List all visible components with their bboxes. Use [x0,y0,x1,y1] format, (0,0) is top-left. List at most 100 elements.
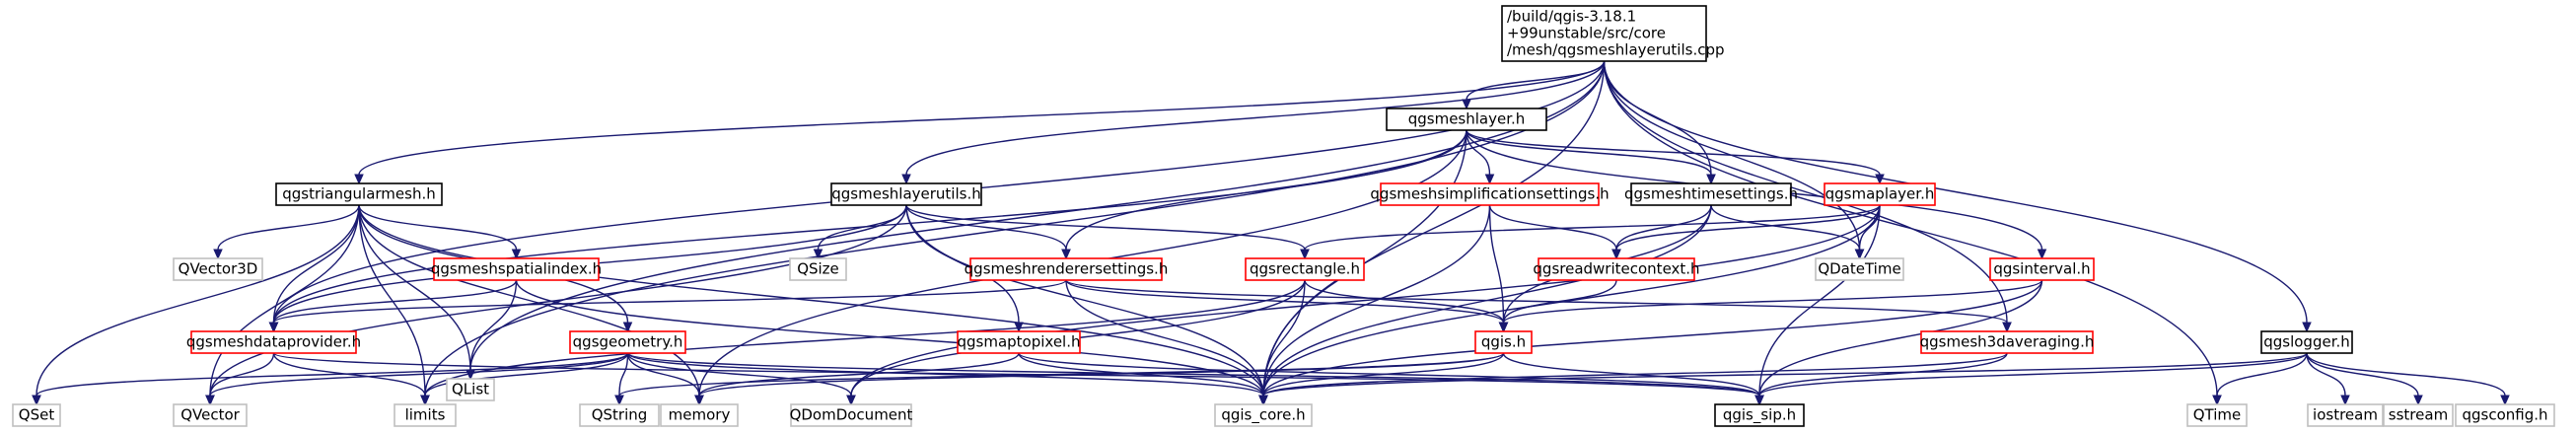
edge-root-to-averaging [1603,60,2008,324]
node-readwrite[interactable]: qgsreadwritecontext.h [1533,257,1700,281]
edge-timesettings-to-qdatetime [1710,204,1861,251]
edge-renderersettings-to-dataprovider [272,279,1067,324]
node-box [2455,403,2555,427]
node-label: qgsmeshrenderersettings.h [965,260,1169,278]
node-box [1245,257,1365,281]
node-qdatetime[interactable]: QDateTime [1815,257,1904,281]
node-sstream[interactable]: sstream [2383,403,2454,427]
edge-triangularmesh-to-dataprovider [272,204,360,324]
node-root[interactable]: /build/qgis-3.18.1+99unstable/src/core/m… [1501,5,1725,62]
node-qstring[interactable]: QString [579,403,660,427]
node-box [1501,5,1707,62]
edge-renderersettings-to-averaging [1065,279,2008,324]
edge-arrowhead [813,249,823,260]
node-box [446,378,495,401]
node-box [173,257,263,281]
node-label: QString [592,406,648,424]
node-renderersettings[interactable]: qgsmeshrenderersettings.h [965,257,1169,281]
node-spatialindex[interactable]: qgsmeshspatialindex.h [431,257,602,281]
node-qgis_core[interactable]: qgis_core.h [1214,403,1313,427]
node-interval[interactable]: qgsinterval.h [1989,257,2095,281]
node-iostream[interactable]: iostream [2307,403,2384,427]
node-triangularmesh[interactable]: qgstriangularmesh.h [275,182,443,206]
node-box [789,257,847,281]
edge-arrowhead [511,249,522,260]
node-dataprovider[interactable]: qgsmeshdataprovider.h [186,330,361,354]
node-box [790,403,912,427]
node-qset[interactable]: QSet [12,403,61,427]
node-maplayer[interactable]: qgsmaplayer.h [1824,182,1936,206]
edge-arrowhead [614,395,624,406]
edge-readwrite-to-qgis [1502,279,1617,324]
edge-qgis-to-qgis_core [1262,352,1505,397]
node-qtime[interactable]: QTime [2186,403,2248,427]
node-qgis[interactable]: qgis.h [1474,330,1533,354]
node-qsize[interactable]: QSize [789,257,847,281]
node-memory[interactable]: memory [660,403,739,427]
edge-geometry-to-qdomdocument [626,352,852,397]
node-qvector3d[interactable]: QVector3D [173,257,263,281]
node-label: qgsinterval.h [1993,260,2090,278]
node-qlist[interactable]: QList [446,378,495,401]
node-box [2260,330,2353,354]
edge-qgis-to-memory [698,352,1505,397]
edge-arrowhead [2413,395,2423,406]
node-label: qgis.h [1481,333,1526,351]
edge-arrowhead [205,395,215,406]
node-rectangle[interactable]: qgsrectangle.h [1245,257,1365,281]
edge-simplification-to-readwrite [1488,204,1617,251]
node-label: QDomDocument [790,406,913,424]
node-qgis_sip[interactable]: qgis_sip.h [1714,403,1805,427]
node-box [275,182,443,206]
edge-arrowhead [622,322,633,333]
edge-geometry-to-qset [36,352,629,397]
edge-maptopixel-to-memory [698,352,1020,397]
node-label: qgsmeshlayerutils.h [831,185,980,203]
node-maptopixel[interactable]: qgsmaptopixel.h [957,330,1081,354]
edge-rectangle-to-qgis [1304,279,1505,324]
node-label: QSet [19,406,55,424]
node-timesettings[interactable]: qgsmeshtimesettings.h [1624,182,1798,206]
node-meshlayer[interactable]: qgsmeshlayer.h [1386,108,1547,131]
node-averaging[interactable]: qgsmesh3daveraging.h [1920,330,2095,354]
edge-interval-to-qgis [1502,279,2043,324]
edge-logger-to-sstream [2306,352,2419,397]
edge-spatialindex-to-dataprovider [272,279,518,324]
node-label: +99unstable/src/core [1507,25,1666,42]
node-limits[interactable]: limits [394,403,457,427]
edge-maplayer-to-rectangle [1304,204,1881,251]
node-logger[interactable]: qgslogger.h [2260,330,2353,354]
node-geometry[interactable]: qgsgeometry.h [569,330,686,354]
node-box [173,403,248,427]
node-meshlayerutils[interactable]: qgsmeshlayerutils.h [830,182,982,206]
edge-arrowhead [846,395,856,406]
edge-root-to-qlist [469,60,1606,371]
edge-maplayer-to-qgis_core [1262,204,1881,397]
node-qvector[interactable]: QVector [173,403,248,427]
node-qdomdocument[interactable]: QDomDocument [790,403,913,427]
edge-arrowhead [2500,395,2510,406]
node-label: qgsreadwritecontext.h [1533,260,1699,278]
edge-root-to-triangularmesh [358,60,1606,176]
edge-logger-to-iostream [2306,352,2346,397]
node-label: qgis_core.h [1221,406,1305,425]
node-label: qgis_sip.h [1723,406,1796,425]
node-box [1815,257,1904,281]
node-box [1630,182,1792,206]
edge-arrowhead [1258,395,1268,406]
node-label: qgsmeshdataprovider.h [186,333,361,351]
edge-meshlayerutils-to-qvector [209,204,907,397]
node-label: qgsmeshsimplificationsettings.h [1370,185,1609,203]
node-qgsconfig[interactable]: qgsconfig.h [2455,403,2555,427]
edge-geometry-to-qvector [209,352,629,397]
edge-triangularmesh-to-qlist [358,204,471,371]
edge-meshlayer-to-qgis_core [1262,129,1467,397]
edge-arrowhead [1462,99,1471,110]
edge-arrowhead [1875,174,1885,185]
node-simplification[interactable]: qgsmeshsimplificationsettings.h [1370,182,1610,206]
edge-logger-to-qgsconfig [2306,352,2506,397]
node-label: QVector [180,406,240,424]
node-label: QSize [797,260,839,278]
node-box [2307,403,2384,427]
node-label: limits [405,406,446,424]
